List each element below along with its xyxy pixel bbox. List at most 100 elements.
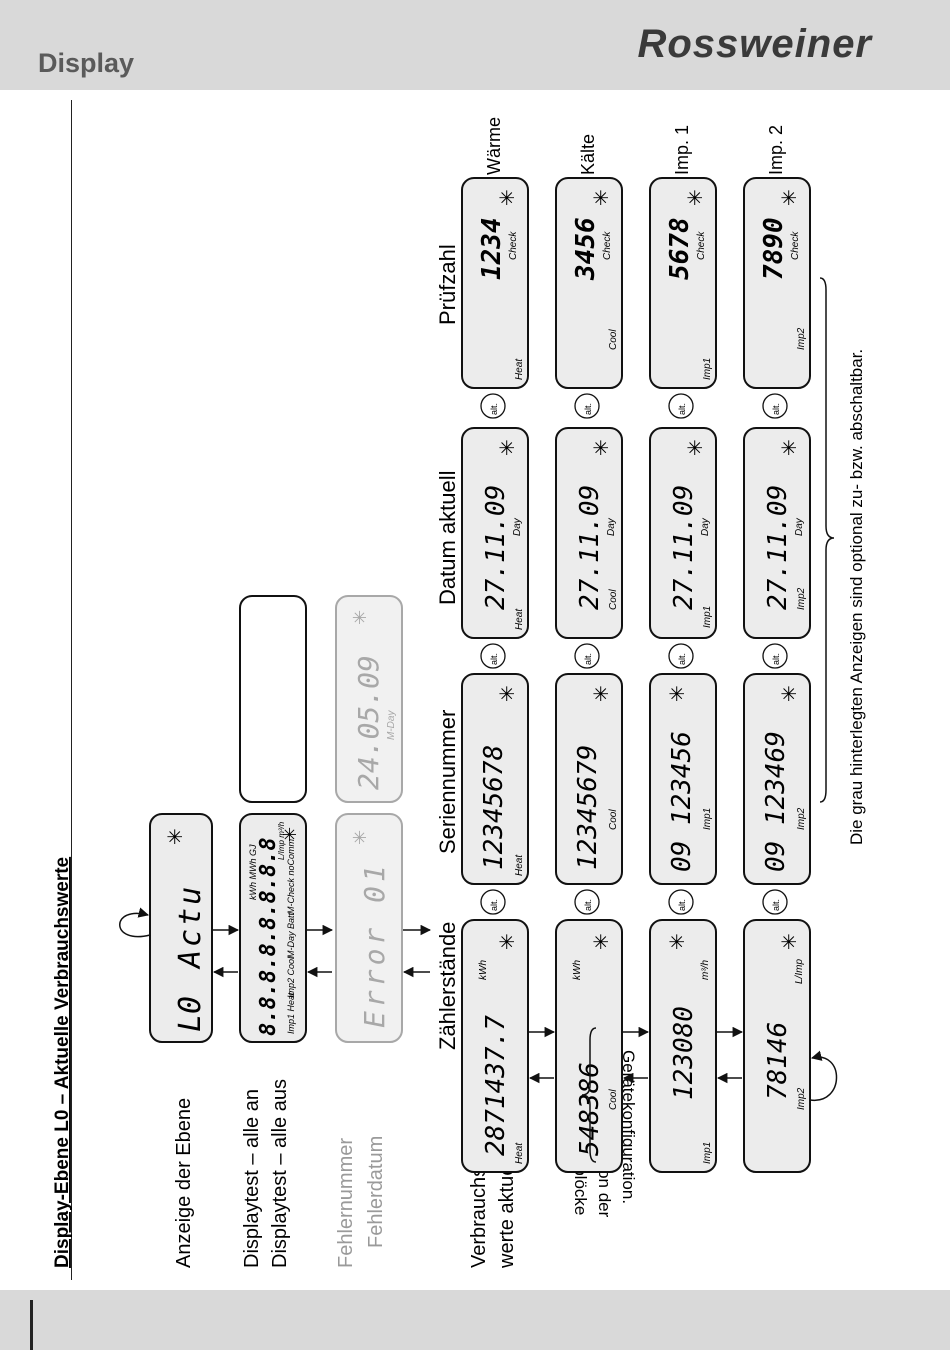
page-footer — [0, 1290, 950, 1350]
meter-display-imp2: 78146 L/Imp Imp2 ✳ — [743, 919, 811, 1173]
test-line-e: L/Imp m³/h — [277, 821, 286, 860]
date-label: Day — [606, 517, 617, 536]
error-date-display: 24.05.09 M-Day ✳ — [335, 595, 403, 803]
label-anzeige: Anzeige der Ebene — [173, 1098, 195, 1268]
column-datum-aktuell: Datum aktuell — [435, 470, 460, 605]
serial-value: 09 123469 — [761, 731, 791, 872]
serial-tag: Imp2 — [796, 807, 807, 830]
section-title: Display — [38, 48, 135, 78]
margin-rule — [71, 100, 72, 1280]
star-icon: ✳ — [165, 828, 187, 845]
star-icon: ✳ — [497, 685, 519, 702]
star-icon: ✳ — [591, 685, 613, 702]
test-units: kWh MWh GJ — [248, 844, 258, 900]
star-icon: ✳ — [667, 685, 689, 702]
alt-button: alt. — [574, 643, 600, 669]
serial-tag: Cool — [608, 809, 619, 830]
check-value: 5678 — [665, 217, 695, 280]
serial-tag: Heat — [514, 854, 525, 876]
label-displaytest-aus: Displaytest – alle aus — [269, 1079, 291, 1268]
check-label: Check — [508, 231, 519, 260]
test-line-a: Imp1 Heat — [286, 992, 296, 1034]
level-display: L0 Actu ✳ — [149, 813, 213, 1043]
check-tag: Imp1 — [702, 358, 713, 380]
star-icon: ✳ — [685, 439, 707, 456]
star-icon: ✳ — [350, 830, 370, 845]
check-label: Check — [602, 231, 613, 260]
alt-label: alt. — [583, 899, 593, 911]
star-icon: ✳ — [350, 610, 370, 625]
page-header: Display Rossweiner — [0, 0, 950, 90]
star-icon: ✳ — [280, 827, 300, 842]
alt-label: alt. — [677, 403, 687, 415]
check-tag: Cool — [608, 329, 619, 350]
check-display-imp2: 7890 Check Imp2 ✳ — [743, 177, 811, 389]
alt-label: alt. — [489, 403, 499, 415]
check-display-imp1: 5678 Check Imp1 ✳ — [649, 177, 717, 389]
label-fehlernummer: Fehlernummer — [335, 1138, 357, 1268]
alt-label: alt. — [771, 899, 781, 911]
meter-display-cool: 548386 kWh Cool ✳ — [555, 919, 623, 1173]
test-line-b: Imp2 Cool — [286, 956, 296, 998]
serial-tag: Imp1 — [702, 808, 713, 830]
check-tag: Heat — [514, 358, 525, 380]
meter-value: 2871437.7 — [481, 1015, 511, 1156]
star-icon: ✳ — [497, 189, 519, 206]
alt-button: alt. — [480, 889, 506, 915]
display-test-all-off — [239, 595, 307, 803]
label-werte-aktuell: werte aktuell — [496, 1156, 518, 1269]
check-value: 7890 — [759, 217, 789, 280]
column-pruefzahl: Prüfzahl — [435, 244, 460, 325]
meter-tag: Heat — [514, 1142, 525, 1164]
check-value: 1234 — [477, 217, 507, 280]
date-display-imp2: 27.11.09 Day Imp2 ✳ — [743, 427, 811, 639]
serial-value: 09 123456 — [667, 731, 697, 872]
meter-display-imp1: 123080 m³/h Imp1 ✳ — [649, 919, 717, 1173]
brace-bottom — [819, 277, 835, 803]
row-label-imp2: Imp. 2 — [766, 125, 786, 175]
footer-marker — [30, 1300, 33, 1350]
serial-display-imp2: 09 123469 Imp2 ✳ — [743, 673, 811, 885]
alt-label: alt. — [677, 899, 687, 911]
config-note-3: Gerätekonfiguration. — [619, 1050, 638, 1204]
star-icon: ✳ — [591, 933, 613, 950]
meter-tag: Cool — [608, 1089, 619, 1110]
column-zaehlerstaende: Zählerstände — [435, 922, 460, 1050]
date-tag: Cool — [608, 589, 619, 610]
serial-value: 12345678 — [479, 745, 509, 870]
error-text: Error 01 — [358, 861, 391, 1028]
date-label: Day — [794, 517, 805, 536]
page-title: Display-Ebene L0 – Aktuelle Verbrauchswe… — [52, 857, 73, 1268]
date-display-heat: 27.11.09 Day Heat ✳ — [461, 427, 529, 639]
date-tag: Imp2 — [796, 587, 807, 610]
row-label-waerme: Wärme — [484, 117, 504, 175]
check-label: Check — [696, 231, 707, 260]
date-display-cool: 27.11.09 Day Cool ✳ — [555, 427, 623, 639]
alt-button: alt. — [574, 393, 600, 419]
meter-unit: kWh — [572, 960, 583, 980]
label-displaytest-an: Displaytest – alle an — [241, 1089, 263, 1268]
label-verbrauchs: Verbrauchs- — [468, 1160, 490, 1268]
alt-label: alt. — [583, 653, 593, 665]
brace-left — [581, 1027, 597, 1163]
column-seriennummer: Seriennummer — [435, 710, 460, 854]
alt-label: alt. — [489, 653, 499, 665]
star-icon: ✳ — [591, 439, 613, 456]
date-display-imp1: 27.11.09 Day Imp1 ✳ — [649, 427, 717, 639]
check-display-heat: 1234 Check Heat ✳ — [461, 177, 529, 389]
alt-button: alt. — [574, 889, 600, 915]
alt-label: alt. — [583, 403, 593, 415]
alt-button: alt. — [762, 889, 788, 915]
meter-unit: kWh — [478, 960, 489, 980]
check-value: 3456 — [571, 217, 601, 281]
alt-button: alt. — [762, 643, 788, 669]
date-value: 27.11.09 — [481, 485, 511, 610]
check-display-cool: 3456 Check Cool ✳ — [555, 177, 623, 389]
serial-display-imp1: 09 123456 Imp1 ✳ — [649, 673, 717, 885]
check-tag: Imp2 — [796, 327, 807, 350]
alt-button: alt. — [480, 393, 506, 419]
error-date-value: 24.05.09 — [352, 655, 385, 790]
meter-tag: Imp2 — [796, 1087, 807, 1110]
error-display: Error 01 ✳ — [335, 813, 403, 1043]
